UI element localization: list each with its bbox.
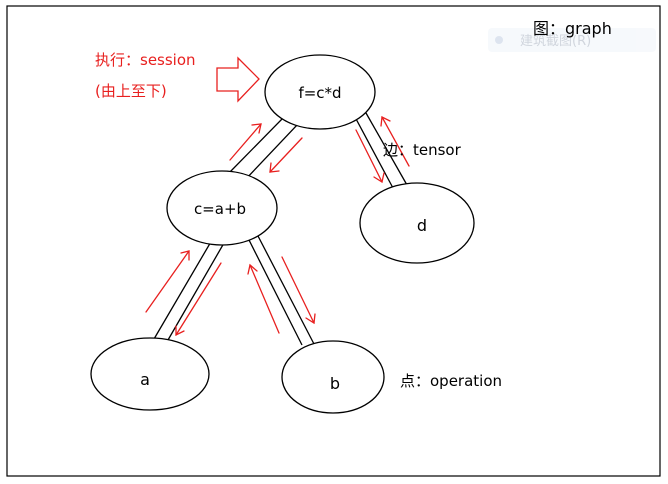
execution-arrows: [145, 116, 410, 337]
node-annotation: 点：operation: [400, 372, 502, 390]
edge-f-c-right: [243, 123, 299, 182]
execution-label: 执行：session: [95, 51, 196, 69]
node-b-label: b: [330, 374, 340, 393]
arrow-a-to-c: [145, 250, 190, 313]
node-b: b: [281, 340, 385, 414]
node-d-label: d: [417, 216, 427, 235]
node-c: c=a+b: [166, 170, 278, 246]
node-c-label: c=a+b: [194, 200, 246, 218]
edge-c-b-right: [257, 235, 315, 345]
arrow-f-to-d: [355, 129, 383, 183]
diagram-title: 图：graph: [533, 19, 612, 38]
arrow-c-to-b: [281, 256, 315, 324]
node-d: d: [359, 182, 475, 264]
arrow-d-to-f: [381, 116, 410, 167]
edge-c-a-left: [153, 239, 213, 340]
edge-f-d-right: [365, 112, 408, 186]
overlay-hint-text: 建筑截图(R): [520, 33, 591, 49]
edge-annotation: 边：tensor: [383, 141, 462, 159]
edge-f-d-left: [354, 116, 394, 189]
overlay-hint: 建筑截图(R): [488, 28, 656, 52]
arrow-c-to-f: [229, 123, 262, 161]
arrow-c-to-a: [175, 262, 222, 336]
edge-f-c-left: [226, 117, 284, 176]
node-f: f=c*d: [264, 54, 376, 130]
edge-lines: [153, 112, 408, 346]
node-f-label: f=c*d: [298, 84, 341, 102]
session-block-arrow: [216, 56, 260, 103]
arrow-b-to-c: [249, 264, 280, 334]
node-a: a: [90, 337, 210, 411]
arrow-f-to-c: [269, 137, 303, 173]
node-a-label: a: [140, 370, 150, 389]
edge-c-b-left: [247, 237, 303, 346]
edge-c-a-right: [167, 242, 225, 341]
execution-sub-label: (由上至下): [95, 82, 167, 100]
